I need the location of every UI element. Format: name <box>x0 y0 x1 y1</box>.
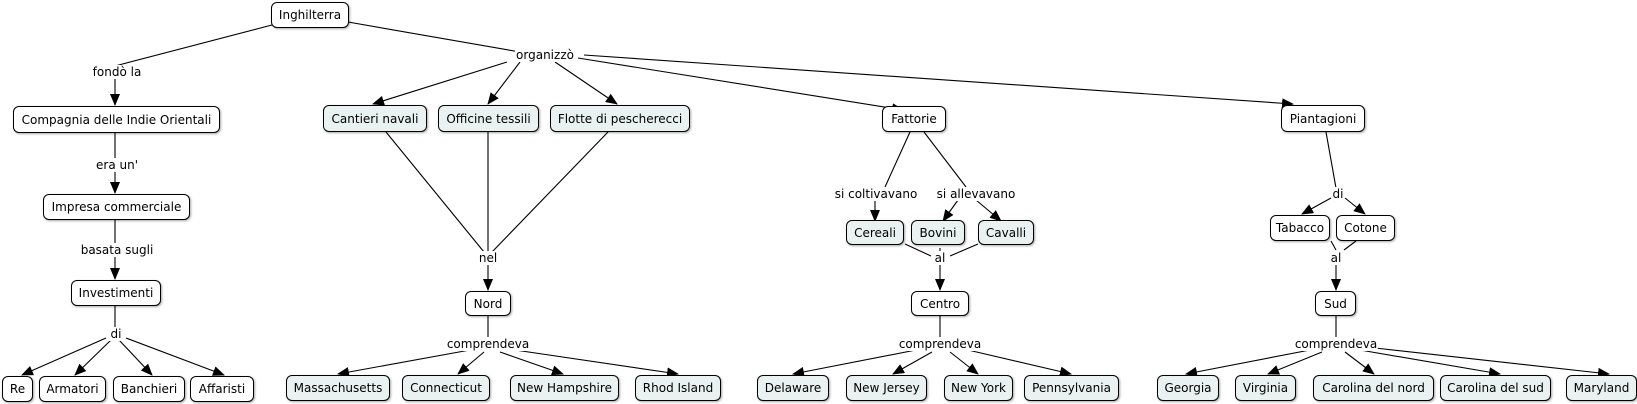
link-label-organizzo: organizzò <box>515 48 575 62</box>
node-label: Inghilterra <box>278 8 342 22</box>
node-rhod-island[interactable]: Rhod Island <box>635 375 721 401</box>
node-connecticut[interactable]: Connecticut <box>402 375 490 401</box>
node-label: Carolina del nord <box>1322 381 1425 395</box>
node-georgia[interactable]: Georgia <box>1157 375 1219 401</box>
link-label-di: di <box>1331 187 1345 201</box>
node-impresa[interactable]: Impresa commerciale <box>43 194 190 220</box>
node-cereali[interactable]: Cereali <box>846 220 904 245</box>
link-label-era-un: era un' <box>95 158 139 172</box>
node-label: Rhod Island <box>642 381 714 395</box>
node-label: Nord <box>473 296 503 311</box>
node-label: Impresa commerciale <box>51 200 182 214</box>
node-banchieri[interactable]: Banchieri <box>113 376 185 402</box>
node-label: Tabacco <box>1275 221 1325 235</box>
node-label: Cantieri navali <box>331 111 419 126</box>
link-label-al: al <box>1329 251 1343 265</box>
link-label-nel: nel <box>477 251 499 265</box>
node-label: Re <box>9 382 26 396</box>
node-fattorie[interactable]: Fattorie <box>882 106 946 132</box>
link-label-comprendeva: comprendeva <box>897 337 983 351</box>
node-label: Cotone <box>1344 221 1387 235</box>
node-label: Compagnia delle Indie Orientali <box>21 112 212 127</box>
node-label: New Jersey <box>853 381 920 395</box>
node-label: Banchieri <box>120 382 178 396</box>
node-maryland[interactable]: Maryland <box>1566 375 1637 401</box>
link-label-si-allevavano: si allevavano <box>935 187 1017 201</box>
node-massachusetts[interactable]: Massachusetts <box>286 375 390 401</box>
node-label: New Hampshire <box>517 381 612 395</box>
link-label-si-coltivavano: si coltivavano <box>833 187 919 201</box>
node-label: Georgia <box>1164 381 1212 395</box>
node-delaware[interactable]: Delaware <box>757 375 829 401</box>
node-label: Delaware <box>764 381 822 395</box>
node-label: Connecticut <box>410 381 482 395</box>
node-centro[interactable]: Centro <box>911 291 969 316</box>
link-label-comprendeva: comprendeva <box>445 337 531 351</box>
node-piantagioni[interactable]: Piantagioni <box>1281 105 1365 132</box>
node-armatori[interactable]: Armatori <box>39 376 106 402</box>
link-label-fondo-la: fondò la <box>91 65 143 79</box>
node-carolina-del-sud[interactable]: Carolina del sud <box>1440 375 1551 401</box>
node-label: Fattorie <box>891 112 937 126</box>
node-label: Massachusetts <box>293 381 383 395</box>
node-pennsylvania[interactable]: Pennsylvania <box>1024 375 1119 401</box>
node-label: New York <box>951 381 1006 395</box>
node-label: Centro <box>919 296 961 311</box>
node-cantieri-navali[interactable]: Cantieri navali <box>323 105 427 132</box>
node-carolina-del-nord[interactable]: Carolina del nord <box>1313 375 1434 401</box>
node-label: Armatori <box>46 382 99 396</box>
node-re[interactable]: Re <box>2 376 33 402</box>
node-sud[interactable]: Sud <box>1315 291 1356 316</box>
node-nord[interactable]: Nord <box>465 291 511 316</box>
node-label: Carolina del sud <box>1447 381 1544 395</box>
node-cavalli[interactable]: Cavalli <box>978 220 1034 245</box>
node-tabacco[interactable]: Tabacco <box>1270 215 1330 241</box>
node-compagnia[interactable]: Compagnia delle Indie Orientali <box>13 106 220 133</box>
node-flotte-pescherecci[interactable]: Flotte di pescherecci <box>550 105 690 132</box>
node-label: Maryland <box>1573 381 1630 395</box>
node-new-hampshire[interactable]: New Hampshire <box>510 375 619 401</box>
node-investimenti[interactable]: Investimenti <box>71 280 161 306</box>
link-label-basata-sugli: basata sugli <box>79 243 155 257</box>
node-inghilterra[interactable]: Inghilterra <box>271 2 349 28</box>
node-label: Flotte di pescherecci <box>557 111 683 126</box>
link-label-comprendeva: comprendeva <box>1293 337 1379 351</box>
node-label: Cereali <box>854 225 896 240</box>
node-affaristi[interactable]: Affaristi <box>190 376 254 402</box>
node-label: Virginia <box>1242 381 1289 395</box>
link-label-al: al <box>933 251 947 265</box>
node-label: Piantagioni <box>1289 111 1357 126</box>
node-officine-tessili[interactable]: Officine tessili <box>438 105 539 132</box>
node-label: Officine tessili <box>446 111 531 126</box>
node-label: Investimenti <box>78 286 154 300</box>
node-label: Pennsylvania <box>1032 381 1111 395</box>
node-cotone[interactable]: Cotone <box>1336 215 1395 241</box>
node-virginia[interactable]: Virginia <box>1235 375 1296 401</box>
link-label-di: di <box>109 327 123 341</box>
node-label: Sud <box>1324 296 1347 311</box>
node-label: Bovini <box>919 225 957 240</box>
node-label: Affaristi <box>198 382 246 396</box>
node-new-jersey[interactable]: New Jersey <box>846 375 927 401</box>
node-bovini[interactable]: Bovini <box>911 220 965 245</box>
node-new-york[interactable]: New York <box>944 375 1013 401</box>
node-label: Cavalli <box>985 225 1027 240</box>
